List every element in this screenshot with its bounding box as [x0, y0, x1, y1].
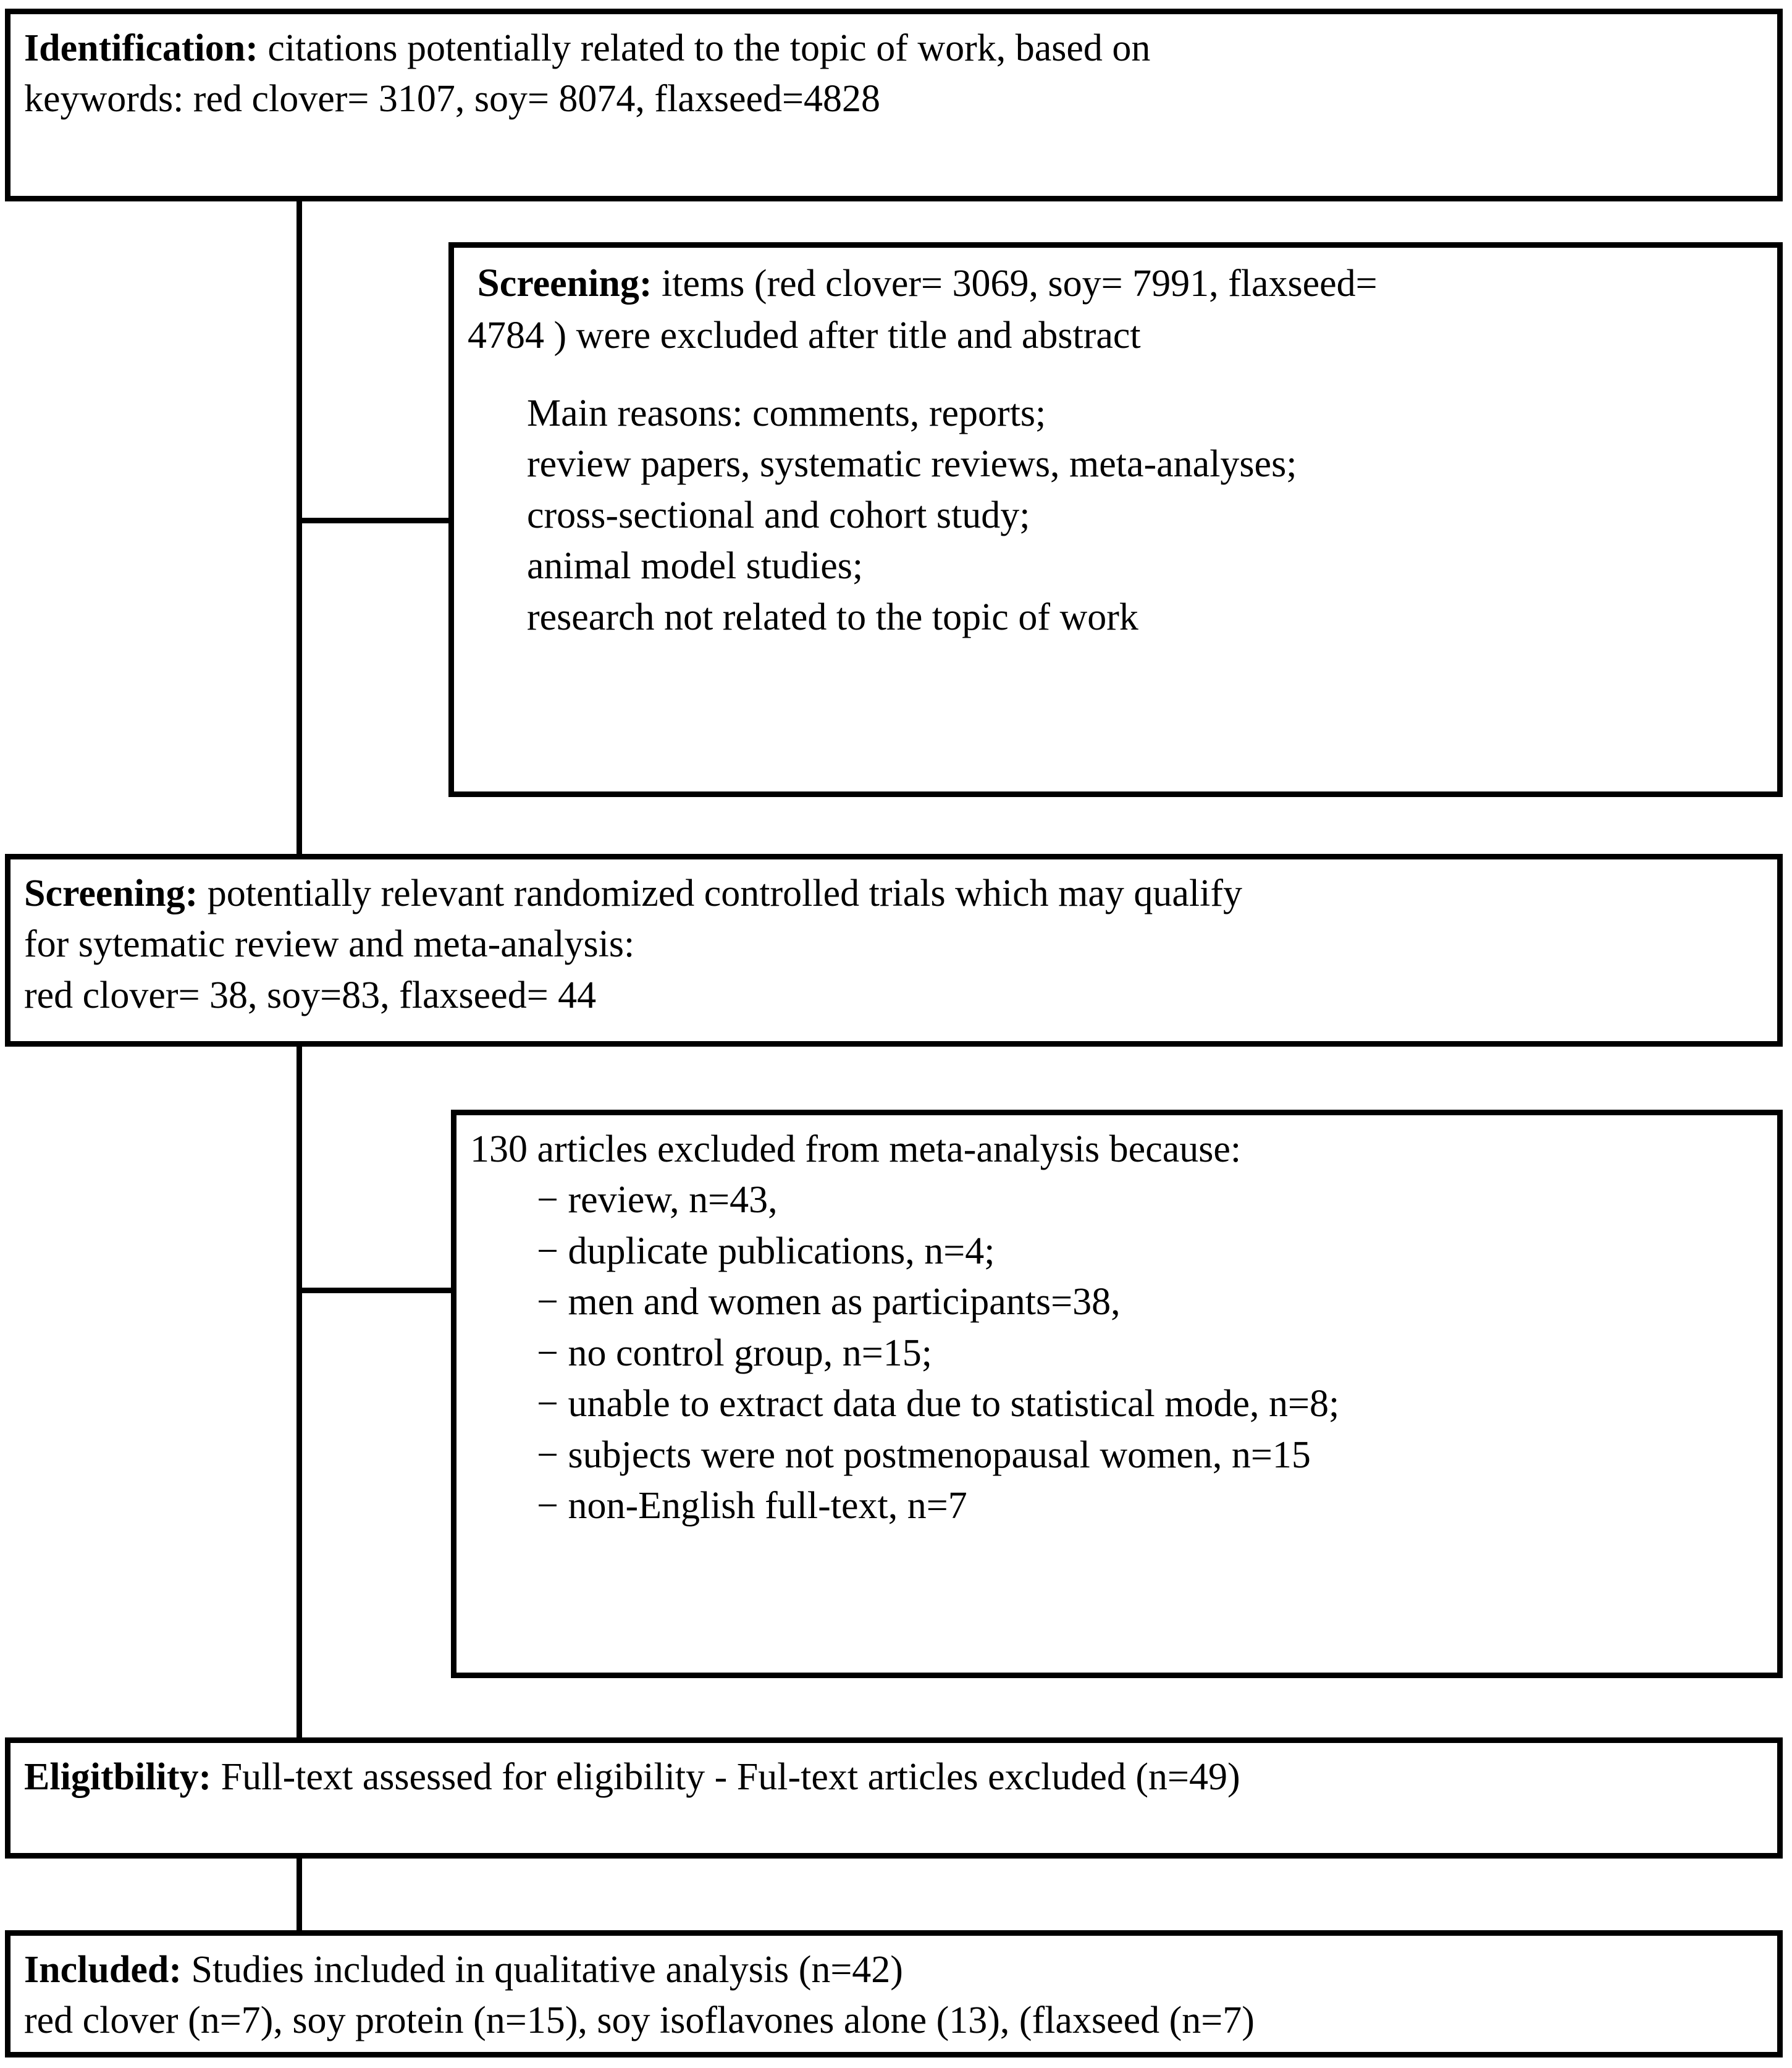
eligibility-box-content: Eligitbility: Full-text assessed for eli… — [11, 1743, 1777, 1811]
meta-analysis-excluded-box: 130 articles excluded from meta-analysis… — [451, 1110, 1783, 1678]
connector-branch-to-meta-excluded — [297, 1288, 453, 1293]
eligibility-label: Eligitbility: — [24, 1756, 212, 1798]
list-item: − review, n=43, — [537, 1179, 778, 1222]
list-item: − unable to extract data due to statisti… — [537, 1383, 1340, 1425]
identification-line-1-rest: citations potentially related to the top… — [258, 27, 1151, 69]
connector-identification-to-screening — [297, 199, 302, 856]
screening-excluded-reason-list: Main reasons: comments, reports; review … — [468, 388, 1764, 643]
screening-excluded-box-content: Screening: items (red clover= 3069, soy=… — [454, 248, 1777, 651]
screening-excluded-box: Screening: items (red clover= 3069, soy=… — [448, 242, 1783, 797]
screening-retained-line-2: for sytematic review and meta-analysis: — [24, 923, 635, 966]
meta-excluded-reason-list: − review, n=43, − duplicate publications… — [470, 1175, 1764, 1531]
eligibility-rest: Full-text assessed for eligibility - Ful… — [211, 1756, 1240, 1798]
list-item: − men and women as participants=38, — [537, 1281, 1121, 1323]
identification-label: Identification: — [24, 27, 258, 69]
list-item: − duplicate publications, n=4; — [537, 1230, 995, 1272]
screening-retained-line-3: red clover= 38, soy=83, flaxseed= 44 — [24, 974, 597, 1016]
eligibility-line-1: Eligitbility: Full-text assessed for eli… — [24, 1752, 1764, 1802]
connector-screening-to-eligibility — [297, 1044, 302, 1740]
screening-retained-line-1: Screening: potentially relevant randomiz… — [24, 868, 1764, 919]
list-item: cross-sectional and cohort study; — [527, 494, 1030, 536]
meta-excluded-heading: 130 articles excluded from meta-analysis… — [470, 1128, 1242, 1170]
connector-eligibility-to-included — [297, 1856, 302, 1933]
meta-analysis-excluded-box-content: 130 articles excluded from meta-analysis… — [456, 1115, 1777, 1540]
identification-box-content: Identification: citations potentially re… — [11, 14, 1777, 133]
screening-excluded-line-1: Screening: items (red clover= 3069, soy=… — [468, 256, 1764, 310]
list-item: review papers, systematic reviews, meta-… — [527, 443, 1297, 486]
list-item: − non-English full-text, n=7 — [537, 1485, 967, 1527]
screening-excluded-label-cap: S — [477, 261, 500, 305]
included-box-content: Included: Studies included in qualitativ… — [11, 1936, 1777, 2055]
list-item: research not related to the topic of wor… — [527, 596, 1138, 638]
identification-line-2: keywords: red clover= 3107, soy= 8074, f… — [24, 78, 880, 120]
included-line-2: red clover (n=7), soy protein (n=15), so… — [24, 1999, 1255, 2042]
screening-excluded-spacer — [468, 361, 1764, 388]
connector-branch-to-screening-excluded — [297, 518, 451, 523]
included-box: Included: Studies included in qualitativ… — [5, 1930, 1783, 2057]
included-line-1-rest: Studies included in qualitative analysis… — [181, 1949, 903, 1991]
identification-box: Identification: citations potentially re… — [5, 9, 1783, 201]
screening-excluded-line-1-rest: items (red clover= 3069, soy= 7991, flax… — [652, 263, 1378, 305]
list-item: − subjects were not postmenopausal women… — [537, 1433, 1311, 1476]
list-item: animal model studies; — [527, 545, 864, 588]
list-item: Main reasons: comments, reports; — [527, 392, 1046, 435]
eligibility-box: Eligitbility: Full-text assessed for eli… — [5, 1737, 1783, 1859]
identification-line-1: Identification: citations potentially re… — [24, 23, 1764, 74]
screening-retained-box: Screening: potentially relevant randomiz… — [5, 854, 1783, 1047]
included-label: Included: — [24, 1949, 182, 1991]
screening-excluded-label-rest: creening: — [499, 263, 652, 305]
screening-excluded-line-2: 4784 ) were excluded after title and abs… — [468, 314, 1141, 357]
screening-retained-line-1-rest: potentially relevant randomized controll… — [198, 872, 1242, 914]
screening-retained-label: Screening: — [24, 872, 198, 914]
included-line-1: Included: Studies included in qualitativ… — [24, 1944, 1764, 1995]
screening-retained-box-content: Screening: potentially relevant randomiz… — [11, 859, 1777, 1029]
list-item: − no control group, n=15; — [537, 1332, 932, 1374]
